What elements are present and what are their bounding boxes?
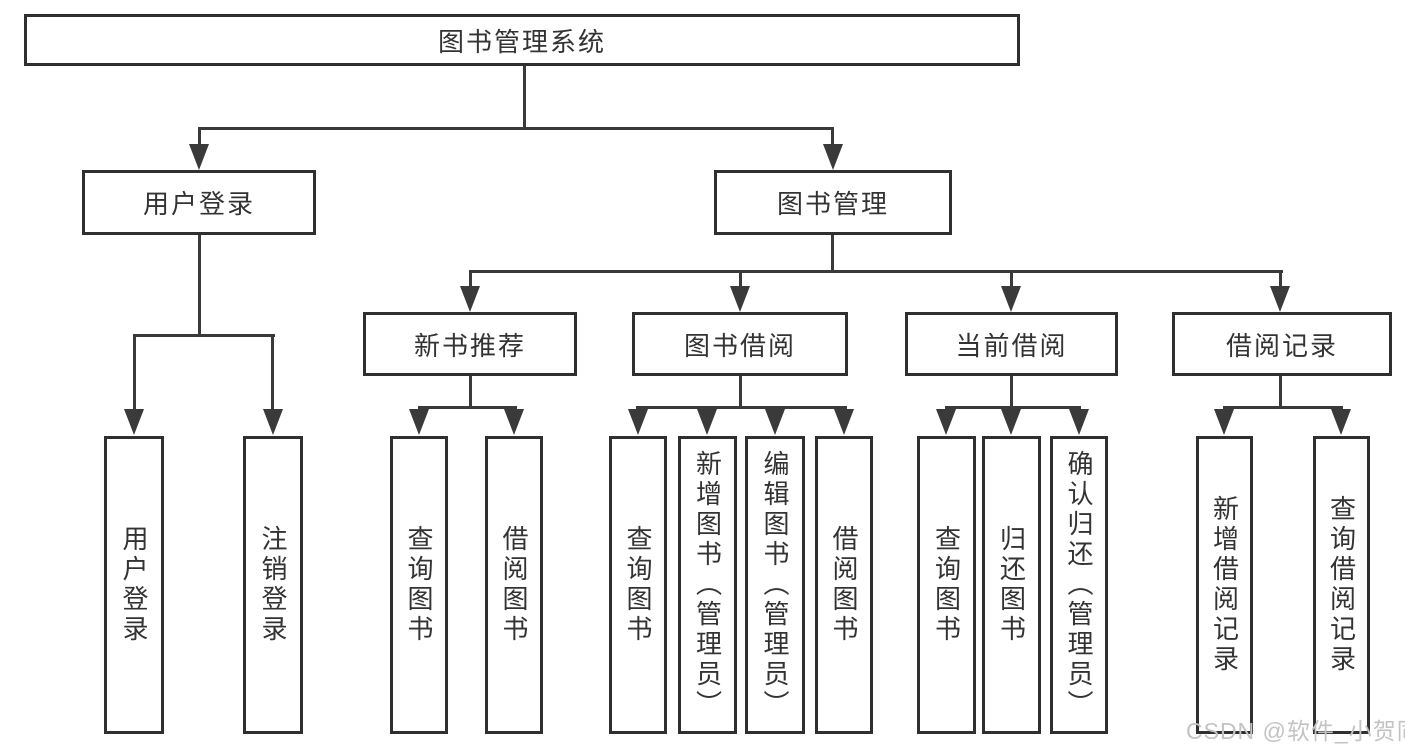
leaf-newbook-query-books: 查询图书 — [390, 436, 448, 734]
leaf-current-query-books: 查询图书 — [917, 436, 976, 734]
node-new-book-recommend: 新书推荐 — [363, 312, 577, 376]
leaf-records-query-record: 查询借阅记录 — [1313, 436, 1370, 734]
leaf-borrow-query-books: 查询图书 — [609, 436, 667, 734]
arrow-down-icon — [730, 286, 750, 312]
node-label: 确认归还（管理员） — [1064, 450, 1094, 720]
arrow-down-icon — [1069, 409, 1089, 435]
node-label: 编辑图书（管理员） — [760, 450, 790, 720]
connector-user-login-stem — [198, 127, 201, 149]
node-book-management: 图书管理 — [714, 170, 952, 235]
connector-currentborrow-children-bar — [945, 406, 1081, 409]
connector-currentborrow-down — [1010, 376, 1013, 409]
leaf-borrow-add-books-admin: 新增图书（管理员） — [678, 436, 737, 734]
arrow-down-icon — [1214, 409, 1234, 435]
arrow-down-icon — [263, 409, 283, 435]
connector-leaf-stem — [271, 334, 274, 412]
arrow-down-icon — [504, 409, 524, 435]
connector-newbook-down — [469, 376, 472, 409]
node-borrow-records: 借阅记录 — [1172, 312, 1392, 376]
node-label: 查询借阅记录 — [1326, 495, 1357, 675]
connector-bookborrow-down — [739, 376, 742, 409]
node-label: 借阅图书 — [499, 525, 529, 645]
arrow-down-icon — [628, 409, 648, 435]
node-user-login: 用户登录 — [82, 170, 316, 235]
leaf-user-login: 用户登录 — [104, 436, 164, 734]
node-label: 用户登录 — [142, 189, 255, 219]
connector-level1-bar — [198, 127, 834, 130]
arrow-down-icon — [697, 409, 717, 435]
node-label: 新增图书（管理员） — [692, 450, 723, 720]
arrow-down-icon — [1001, 286, 1021, 312]
node-book-borrow: 图书借阅 — [632, 312, 848, 376]
arrow-down-icon — [936, 409, 956, 435]
connector-leaf-stem — [133, 334, 136, 412]
connector-user-login-children-bar — [133, 334, 275, 337]
leaf-borrow-borrow-books: 借阅图书 — [815, 436, 873, 734]
node-label: 查询图书 — [623, 525, 653, 645]
connector-newbook-children-bar — [418, 406, 517, 409]
node-label: 借阅记录 — [1225, 330, 1338, 361]
leaf-current-confirm-return-admin: 确认归还（管理员） — [1050, 436, 1108, 734]
node-label: 图书管理系统 — [437, 26, 606, 57]
arrow-down-icon — [1270, 286, 1290, 312]
node-label: 用户登录 — [119, 525, 149, 645]
arrow-down-icon — [823, 144, 843, 170]
connector-book-mgmt-stem — [831, 127, 834, 149]
node-label: 当前借阅 — [955, 330, 1068, 361]
connector-root-down — [523, 66, 526, 128]
leaf-logout: 注销登录 — [243, 436, 303, 734]
node-label: 归还图书 — [996, 525, 1027, 645]
leaf-records-add-record: 新增借阅记录 — [1196, 436, 1253, 734]
arrow-down-icon — [460, 286, 480, 312]
watermark-text: CSDN @软件_小贺同学 — [1186, 718, 1405, 744]
leaf-current-return-books: 归还图书 — [982, 436, 1041, 734]
arrow-down-icon — [409, 409, 429, 435]
connector-borrowrecords-children-bar — [1223, 406, 1343, 409]
node-label: 查询图书 — [404, 525, 434, 645]
arrow-down-icon — [1331, 409, 1351, 435]
node-label: 新书推荐 — [413, 330, 526, 361]
connector-level2-stem — [469, 270, 472, 290]
connector-borrowrecords-down — [1279, 376, 1282, 409]
arrow-down-icon — [1001, 409, 1021, 435]
connector-level2-bar — [469, 270, 1283, 273]
node-label: 图书管理 — [776, 189, 889, 219]
arrow-down-icon — [765, 409, 785, 435]
connector-bookborrow-children-bar — [636, 406, 847, 409]
connector-book-mgmt-down — [831, 235, 834, 273]
arrow-down-icon — [834, 409, 854, 435]
node-label: 查询图书 — [931, 525, 962, 645]
node-current-borrow: 当前借阅 — [905, 312, 1118, 376]
connector-level2-stem — [1279, 270, 1282, 290]
connector-level2-stem — [1010, 270, 1013, 290]
leaf-newbook-borrow-books: 借阅图书 — [485, 436, 543, 734]
connector-user-login-down — [198, 235, 201, 336]
arrow-down-icon — [124, 409, 144, 435]
node-label: 图书借阅 — [683, 330, 796, 361]
connector-level2-stem — [739, 270, 742, 290]
node-root: 图书管理系统 — [24, 14, 1020, 66]
node-label: 借阅图书 — [829, 525, 859, 645]
node-label: 新增借阅记录 — [1209, 495, 1240, 675]
node-label: 注销登录 — [258, 525, 288, 645]
arrow-down-icon — [189, 144, 209, 170]
leaf-borrow-edit-books-admin: 编辑图书（管理员） — [745, 436, 805, 734]
